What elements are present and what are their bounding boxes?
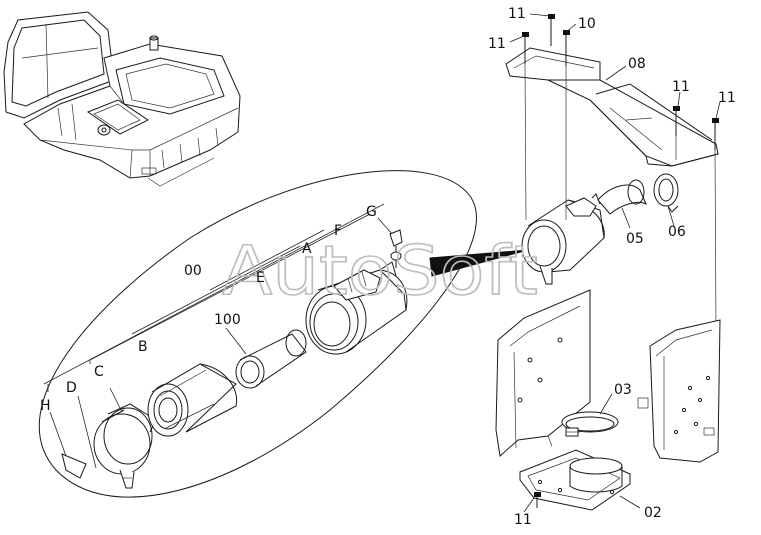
bolt-icon xyxy=(548,14,555,46)
detail-exploded-view xyxy=(38,170,529,498)
callout-03: 03 xyxy=(614,382,632,398)
bolt-icon xyxy=(522,32,529,64)
callout-00: 00 xyxy=(184,263,202,279)
callout-100: 100 xyxy=(214,312,241,328)
callout-d: D xyxy=(66,380,77,396)
callout-leaders xyxy=(49,13,721,513)
callout-c: C xyxy=(94,364,104,380)
callout-11-right-a: 11 xyxy=(672,79,690,95)
excavator-illustration xyxy=(3,11,241,187)
detail-boundary xyxy=(38,170,477,498)
mounting-assembly xyxy=(495,14,721,511)
callout-labels: 11 11 10 08 11 11 05 06 03 02 11 G F A 0… xyxy=(40,6,736,528)
callout-e: E xyxy=(256,270,265,286)
callout-11-right-b: 11 xyxy=(718,90,736,106)
callout-f: F xyxy=(334,223,342,239)
callout-g: G xyxy=(366,204,377,220)
callout-11-bottom: 11 xyxy=(514,512,532,528)
watermark: AutoSoft xyxy=(222,232,538,311)
bolt-icon xyxy=(673,106,680,136)
callout-11-left: 11 xyxy=(488,36,506,52)
callout-11-top: 11 xyxy=(508,6,526,22)
callout-02: 02 xyxy=(644,505,662,521)
callout-a: A xyxy=(302,241,312,257)
bolt-icon xyxy=(534,492,541,508)
bolt-icon xyxy=(563,30,570,66)
callout-h: H xyxy=(40,398,51,414)
callout-05: 05 xyxy=(626,231,644,247)
callout-b: B xyxy=(138,339,148,355)
bolt-icon xyxy=(712,118,719,150)
callout-08: 08 xyxy=(628,56,646,72)
callout-06: 06 xyxy=(668,224,686,240)
callout-10: 10 xyxy=(578,16,596,32)
